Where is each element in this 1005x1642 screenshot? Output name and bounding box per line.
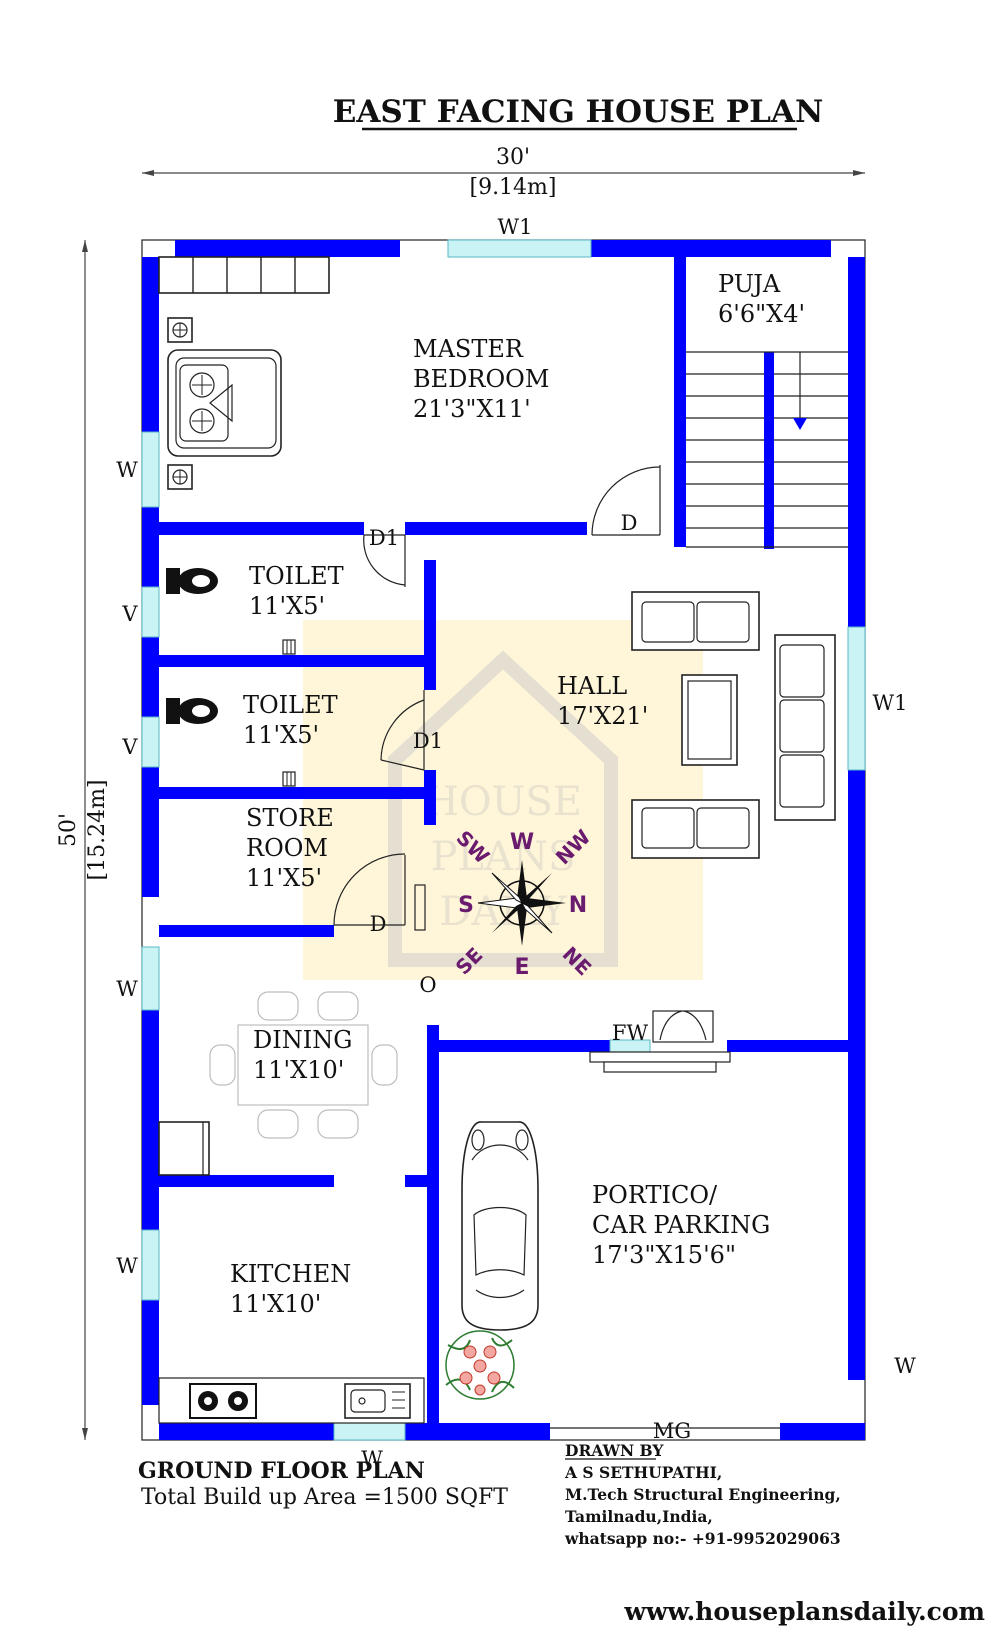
designer-qualification: M.Tech Structural Engineering, (565, 1485, 841, 1504)
kitchen-size: 11'X10' (230, 1290, 321, 1318)
master-bedroom-size: 21'3"X11' (413, 395, 531, 423)
wc-2-icon (166, 698, 218, 724)
window-w1-hall (847, 626, 866, 771)
kitchen-counter (158, 1377, 425, 1424)
fridge-icon (158, 1121, 210, 1176)
dining-size: 11'X10' (253, 1056, 344, 1084)
label-w1-right: W1 (873, 691, 908, 715)
toilet1-name: TOILET (249, 562, 344, 590)
puja-name: PUJA (718, 270, 781, 298)
label-mg: MG (653, 1419, 691, 1443)
staircase (686, 351, 848, 548)
tap-1-icon (282, 639, 296, 655)
door-store (333, 853, 426, 931)
label-v-toilet2: V (121, 735, 138, 759)
door-bedroom (591, 465, 661, 536)
ground-floor-plan-title: GROUND FLOOR PLAN (138, 1458, 425, 1484)
watermark-word-2: PLANS (431, 834, 576, 880)
window-dining (141, 946, 160, 1011)
label-o-opening: O (419, 973, 436, 997)
width-ft-label: 30' (496, 145, 530, 170)
depth-dimension: 50' [15.24m] (56, 240, 110, 1440)
sink-icon (344, 1383, 411, 1419)
compass-rose-icon: W E S N SW NW SE NE (451, 825, 597, 980)
width-dimension: 30' [9.14m] (142, 145, 865, 200)
toilet2-size: 11'X5' (243, 721, 319, 749)
portico-name1: PORTICO/ (592, 1181, 718, 1209)
label-d1-toilet1: D1 (369, 526, 399, 550)
main-step-2 (603, 1061, 717, 1073)
plant-icon (445, 1330, 515, 1400)
label-w-bedroom: W (116, 458, 138, 482)
website-watermark: www.houseplansdaily.com (623, 1597, 985, 1626)
drawn-by-label: DRAWN BY (565, 1441, 664, 1460)
designer-name: A S SETHUPATHI, (564, 1463, 722, 1482)
window-kitchen (141, 1229, 160, 1301)
label-w-portico: W (894, 1354, 916, 1378)
label-w-kitchen: W (116, 1254, 138, 1278)
puja-size: 6'6"X4' (718, 300, 805, 328)
vent-toilet2 (141, 716, 160, 768)
designer-contact: whatsapp no:- +91-9952029063 (564, 1529, 841, 1548)
label-fw: FW (612, 1021, 649, 1045)
label-d-store: D (370, 912, 387, 936)
label-w-bottom: W (361, 1447, 383, 1471)
store-name2: ROOM (246, 834, 328, 862)
footer: GROUND FLOOR PLAN Total Build up Area =1… (138, 1441, 985, 1626)
wc-1-icon (166, 568, 218, 594)
car-icon (461, 1121, 539, 1331)
compass-n-label: N (569, 893, 587, 918)
portico-name2: CAR PARKING (592, 1211, 770, 1239)
label-v-toilet1: V (121, 602, 138, 626)
toilet2-name: TOILET (243, 691, 338, 719)
room-labels: MASTER BEDROOM 21'3"X11' PUJA 6'6"X4' TO… (230, 270, 805, 1318)
windows (141, 239, 866, 1441)
compass-e-label: E (514, 955, 529, 980)
door-toilet2 (380, 690, 425, 771)
wardrobe (158, 256, 330, 294)
main-step-1 (589, 1051, 731, 1063)
compass-s-label: S (458, 893, 474, 918)
window-kitchen-bottom (333, 1422, 406, 1441)
label-w-dining: W (116, 977, 138, 1001)
vent-toilet1 (141, 586, 160, 638)
window-bedroom (141, 431, 160, 508)
hall-name: HALL (557, 672, 627, 700)
master-bedroom-name2: BEDROOM (413, 365, 549, 393)
designer-location: Tamilnadu,India, (565, 1507, 713, 1526)
door-toilet1 (363, 534, 406, 587)
portico-size: 17'3"X15'6" (592, 1241, 736, 1269)
stair-arrow-icon (793, 418, 807, 430)
window-w1-top (447, 239, 592, 258)
compass-w-label: W (510, 830, 534, 855)
store-size: 11'X5' (246, 864, 322, 892)
dining-table-icon (209, 991, 398, 1139)
plan-title: EAST FACING HOUSE PLAN (333, 94, 824, 130)
sofa-set-icon (631, 591, 836, 859)
dining-name: DINING (253, 1026, 352, 1054)
door-main (652, 1010, 714, 1043)
master-bedroom-name1: MASTER (413, 335, 524, 363)
toilet1-size: 11'X5' (249, 592, 325, 620)
label-d-bedroom: D (621, 511, 638, 535)
doors (333, 465, 731, 1073)
build-up-area: Total Build up Area =1500 SQFT (141, 1485, 508, 1510)
store-name1: STORE (246, 804, 334, 832)
hall-size: 17'X21' (557, 702, 648, 730)
width-m-label: [9.14m] (469, 175, 556, 200)
depth-ft-label: 50' (56, 813, 81, 847)
walls (142, 240, 865, 1440)
label-w1-top: W1 (498, 215, 533, 239)
depth-m-label: [15.24m] (85, 779, 110, 880)
kitchen-name: KITCHEN (230, 1260, 351, 1288)
watermark-word-1: HOUSE (424, 779, 582, 825)
bed-icon (167, 317, 282, 490)
tap-2-icon (282, 771, 296, 787)
label-d1-toilet2: D1 (413, 729, 443, 753)
